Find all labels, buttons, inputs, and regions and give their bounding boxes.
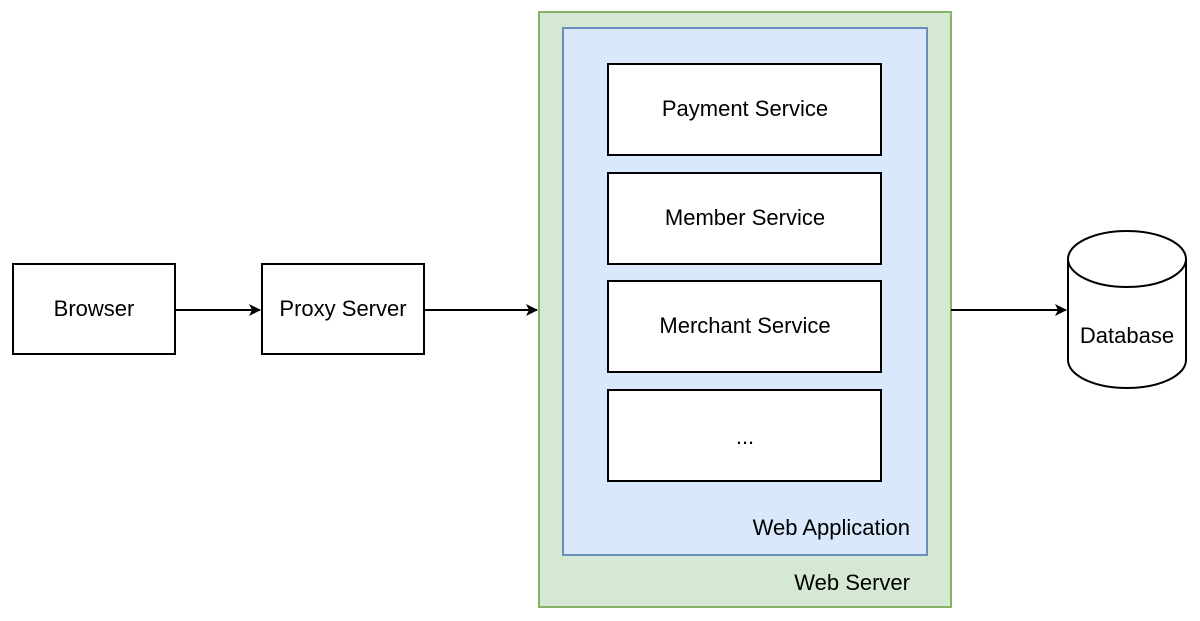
proxy-server-label: Proxy Server <box>279 296 406 321</box>
browser-box <box>12 263 176 355</box>
merchant-service-box <box>607 280 882 373</box>
member-service-box <box>607 172 882 265</box>
proxy-server-box <box>261 263 425 355</box>
member-service-label: Member Service <box>665 205 825 230</box>
more-services-node: ... <box>607 389 882 482</box>
merchant-service-node: Merchant Service <box>607 280 882 373</box>
web-application-label: Web Application <box>753 515 910 540</box>
more-services-box <box>607 389 882 482</box>
database-cylinder-top <box>1067 230 1187 288</box>
more-services-label: ... <box>736 424 754 449</box>
web-server-label: Web Server <box>794 570 910 595</box>
payment-service-label: Payment Service <box>662 96 828 121</box>
merchant-service-label: Merchant Service <box>659 313 830 338</box>
browser-label: Browser <box>54 296 135 321</box>
payment-service-node: Payment Service <box>607 63 882 156</box>
proxy-server-node: Proxy Server <box>261 263 425 355</box>
browser-node: Browser <box>12 263 176 355</box>
payment-service-box <box>607 63 882 156</box>
database-node: Database <box>1067 230 1187 389</box>
database-cylinder-body <box>1067 259 1187 389</box>
database-label: Database <box>1080 323 1174 348</box>
member-service-node: Member Service <box>607 172 882 265</box>
